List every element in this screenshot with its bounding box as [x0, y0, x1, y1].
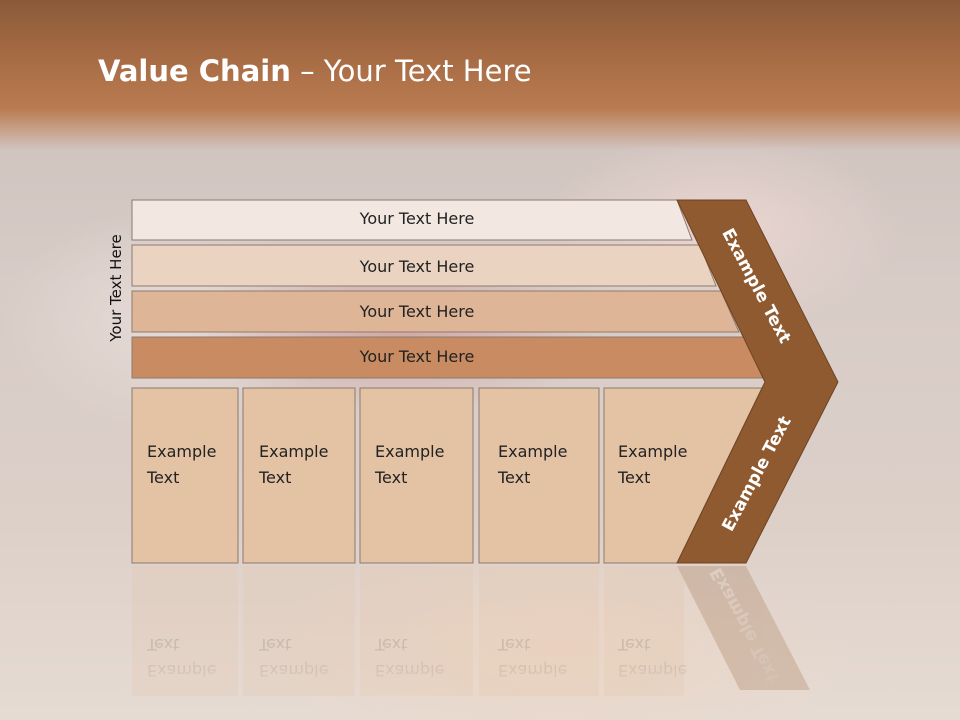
header-band — [0, 0, 960, 150]
primary-cell-5-line1: Example — [618, 442, 688, 461]
primary-cell-1 — [131, 387, 239, 564]
support-bar-3-label: Your Text Here — [359, 302, 475, 321]
support-bar-1 — [131, 199, 693, 241]
primary-cell-3-line2: Text — [375, 468, 408, 487]
primary-cell-3-line1: Example — [375, 442, 445, 461]
support-bar-3 — [131, 290, 740, 333]
primary-cell-2-label: Example Text — [259, 439, 328, 491]
support-bar-2-label: Your Text Here — [359, 257, 475, 276]
margin-chevron — [676, 199, 839, 564]
primary-cell-2-line1: Example — [259, 442, 329, 461]
support-bar-4-label: Your Text Here — [359, 347, 475, 366]
primary-cell-5-label: Example Text — [618, 439, 687, 491]
title-rest: – Your Text Here — [290, 54, 532, 88]
title-bold: Value Chain — [98, 54, 291, 88]
primary-cell-2-line2: Text — [259, 468, 292, 487]
diagram-reflection — [132, 566, 810, 696]
support-bar-2 — [131, 244, 717, 287]
primary-cell-2 — [242, 387, 356, 564]
primary-cell-3 — [359, 387, 474, 564]
primary-cell-4 — [478, 387, 600, 564]
primary-cell-1-line2: Text — [147, 468, 180, 487]
primary-cell-1-label: Example Text — [147, 439, 216, 491]
support-bar-1-label: Your Text Here — [359, 209, 475, 228]
primary-cell-4-label: Example Text — [498, 439, 567, 491]
primary-cell-1-line1: Example — [147, 442, 217, 461]
primary-cell-3-label: Example Text — [375, 439, 444, 491]
primary-cell-5-line2: Text — [618, 468, 651, 487]
reflection-chevron-text: Example Text — [706, 565, 784, 686]
slide-title: Value Chain – Your Text Here — [98, 54, 532, 88]
primary-cell-4-line2: Text — [498, 468, 531, 487]
primary-cell-4-line1: Example — [498, 442, 568, 461]
